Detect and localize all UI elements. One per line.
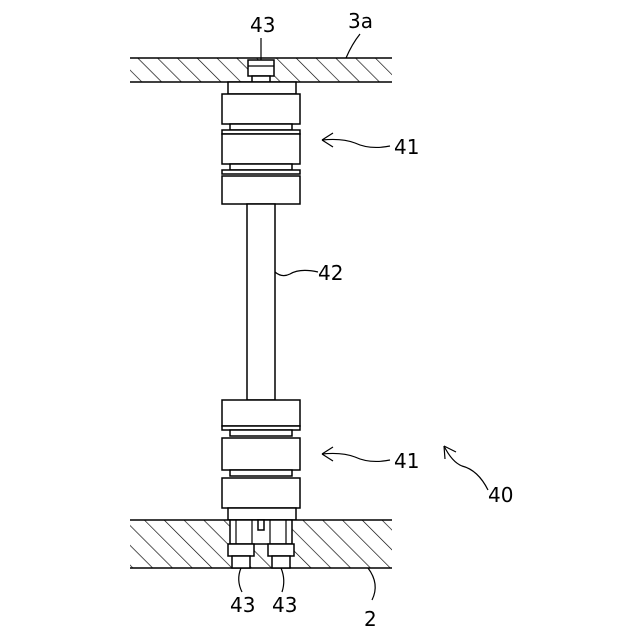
label-bearing-upper: 41 [394, 135, 419, 159]
label-bearing-lower: 41 [394, 449, 419, 473]
label-plate-bottom: 2 [364, 607, 377, 631]
label-fastener-bottom-right: 43 [272, 593, 297, 617]
label-fastener-top: 43 [250, 13, 275, 37]
label-assembly: 40 [488, 483, 513, 507]
upper-bearing-stack [222, 82, 300, 204]
shaft [247, 204, 275, 400]
label-plate-top: 3a [348, 9, 373, 33]
top-fastener [248, 60, 274, 82]
label-shaft: 42 [318, 261, 343, 285]
label-fastener-bottom-left: 43 [230, 593, 255, 617]
lower-bearing-stack [222, 400, 300, 520]
